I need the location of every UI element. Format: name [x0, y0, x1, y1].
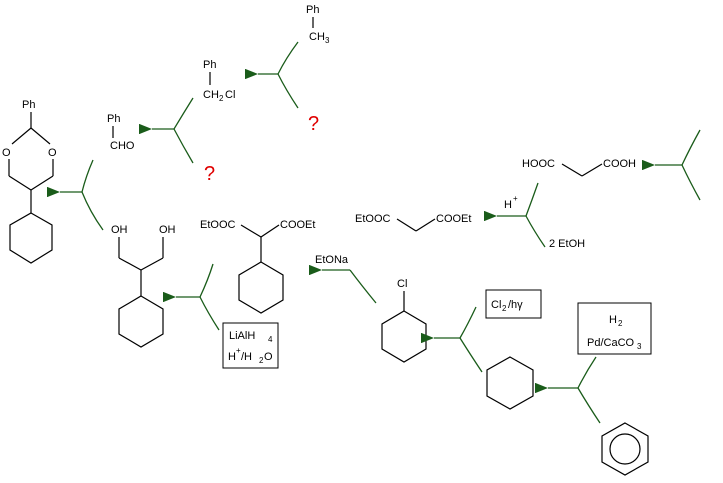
benzyl-chloride: Ph CH 2 Cl: [203, 59, 235, 103]
malonic-acid: HOOC COOH: [522, 158, 636, 177]
arrow-benzylchloride-to-benzaldehyde: [139, 97, 194, 164]
reduction-water-o: O: [264, 351, 273, 363]
diethyl-malonate: EtOOC COOEt: [355, 213, 471, 232]
acetal-ph: Ph: [22, 99, 35, 111]
acid-catalyst-sup: +: [513, 194, 518, 203]
benzene: [601, 422, 649, 476]
diol-b4: [140, 257, 164, 271]
reduction-water-sub: 2: [259, 356, 264, 365]
chlorination-sub: 2: [502, 304, 507, 313]
acid-catalyst: H: [504, 199, 512, 211]
arrow-esterification: [484, 182, 546, 248]
dem-left: EtOOC: [355, 213, 391, 225]
acetal-bond-a: [11, 127, 32, 145]
sub-mal-b1: [240, 224, 262, 238]
dem-b1: [396, 218, 417, 232]
diol-cyclohexane: [118, 295, 164, 348]
hydrogenation-h2-sub: 2: [618, 319, 623, 328]
unknown-reagent-1: ?: [308, 113, 319, 135]
toluene-ch: CH: [309, 31, 325, 43]
toluene-ph: Ph: [306, 4, 319, 16]
diol-oh1: OH: [111, 224, 128, 236]
toluene: Ph CH 3: [306, 4, 330, 45]
benzaldehyde: Ph CHO: [107, 113, 135, 152]
hydrogenation-h2: H: [609, 314, 617, 326]
arrow-into-malonic: [642, 129, 701, 201]
malonic-b2: [581, 163, 603, 177]
chcl-ring: [381, 310, 427, 363]
arrow-hydrogenation: [535, 356, 601, 424]
malonic-right: COOH: [603, 158, 636, 170]
acetal-product: Ph O O: [2, 99, 57, 264]
unknown-reagent-2: ?: [204, 163, 215, 185]
chlorination-cl: Cl: [491, 299, 501, 311]
malonic-b1: [561, 163, 583, 177]
acetal-o2: O: [48, 147, 57, 159]
dem-b2: [415, 218, 436, 232]
ethanol-reagent: 2 EtOH: [549, 238, 585, 250]
toluene-ch-sub: 3: [325, 36, 330, 45]
substituted-malonate: EtOOC COOEt: [200, 219, 315, 314]
reduction-h: H: [228, 351, 236, 363]
bzald-cho: CHO: [110, 140, 135, 152]
base-reagent: EtONa: [315, 254, 349, 266]
acetal-bond-b: [30, 127, 51, 145]
sub-mal-b2: [260, 224, 280, 238]
arrow-malonate-to-diol: [163, 263, 220, 331]
acetal-o1: O: [2, 147, 11, 159]
diol-oh2: OH: [159, 224, 176, 236]
sub-mal-cyclohexane: [238, 261, 284, 314]
reduction-h-sup: +: [236, 346, 241, 355]
reduction-main-sub: 4: [268, 335, 273, 344]
chlorination-light: /hγ: [508, 299, 523, 311]
malonic-left: HOOC: [522, 158, 555, 170]
bzcl-ch-sub: 2: [219, 94, 224, 103]
acetal-bond-f: [30, 175, 54, 191]
bzcl-ph: Ph: [203, 59, 216, 71]
acetal-bond-e: [8, 175, 32, 191]
arrow-alkylation: [309, 264, 377, 304]
acetal-cyclohexane: [9, 212, 53, 264]
diol: OH OH: [111, 224, 176, 348]
sub-mal-left: EtOOC: [200, 219, 236, 231]
chcl-cl: Cl: [397, 278, 407, 290]
hydrogenation-cat-sub: 3: [637, 342, 642, 351]
chlorination-reagent-box: [485, 289, 542, 319]
sub-mal-right: COOEt: [280, 219, 315, 231]
reduction-reagent-box: [222, 322, 279, 369]
reduction-water: /H: [241, 351, 252, 363]
chlorocyclohexane: Cl: [381, 278, 427, 363]
hydrogenation-reagent-box: [577, 302, 652, 355]
arrow-diol-to-acetal: [47, 159, 104, 231]
bzcl-ch: CH: [203, 89, 219, 101]
benzene-aromatic-circle: [609, 433, 641, 465]
arrow-chlorination: [421, 306, 483, 373]
diol-b2: [118, 257, 142, 271]
bzald-ph: Ph: [107, 113, 120, 125]
reduction-main: LiAlH: [229, 330, 255, 342]
bzcl-cl: Cl: [225, 89, 235, 101]
cyclohexane: [486, 356, 534, 410]
dem-right: COOEt: [436, 213, 471, 225]
arrow-toluene-to-benzylchloride: [245, 41, 299, 109]
benzene-ring: [601, 422, 649, 476]
hydrogenation-cat: Pd/CaCO: [587, 337, 635, 349]
